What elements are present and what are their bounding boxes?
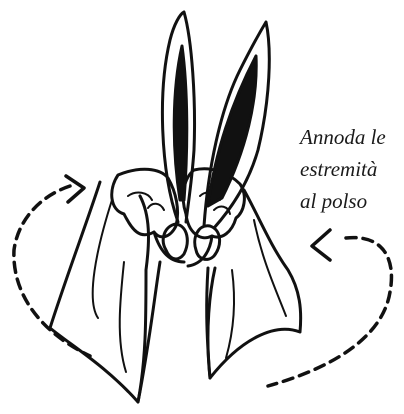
caption-line-1: Annoda le [300,121,404,153]
left-cloth-crease [120,262,126,372]
right-cloth-fold [254,220,286,316]
right-cloth-crease [226,270,234,358]
caption-line-3: al polso [300,185,404,217]
left-wrist [138,262,160,402]
left-ear-inner [174,46,187,200]
caption-line-2: estremità [300,153,404,185]
right-arrowhead-icon [312,230,330,260]
left-cloth-panel [50,182,148,402]
left-arrowhead-icon [66,176,84,202]
right-ear-inner [208,56,256,206]
right-thumb [188,236,212,266]
left-cloth-fold [93,200,112,318]
instruction-caption: Annoda le estremità al polso [300,121,404,217]
